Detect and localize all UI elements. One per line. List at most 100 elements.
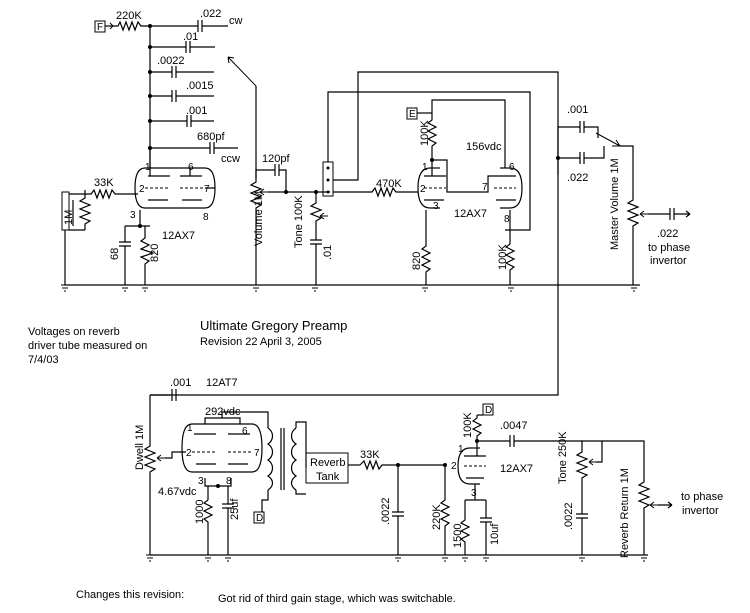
- resistor-470k: [368, 186, 418, 198]
- label-470k: 470K: [376, 178, 402, 190]
- input-jack: [61, 190, 86, 231]
- pin-label: 1: [145, 162, 151, 173]
- pin-label: 2: [451, 461, 457, 472]
- pin-label: 1: [187, 423, 193, 434]
- svg-text:Tank: Tank: [316, 471, 340, 483]
- cap-001: [150, 115, 214, 127]
- switch-arrow-2: [595, 132, 621, 147]
- pin-label: 7: [204, 184, 210, 195]
- svg-text:D: D: [485, 405, 492, 416]
- resistor-820: [139, 226, 155, 285]
- label-220k: 220K: [116, 10, 142, 22]
- label-820-b: 820: [411, 252, 423, 270]
- pin-label: 7: [482, 182, 488, 193]
- label-b-100k: 100K: [462, 412, 474, 438]
- label-tube-1: 12AX7: [162, 230, 195, 242]
- resistor-100k-plate: [426, 113, 438, 176]
- label-1500: 1500: [452, 524, 464, 548]
- tone-250k-pot: [575, 448, 589, 510]
- pin-label: 6: [242, 426, 248, 437]
- pin-label: 3: [471, 488, 477, 499]
- ground-symbols-bottom: [146, 554, 648, 562]
- label-tube-2: 12AX7: [454, 208, 487, 220]
- resistor-220k-b: [439, 465, 451, 555]
- label-68: 68: [109, 248, 121, 260]
- resistor-820-b: [420, 210, 432, 285]
- pin-label: 8: [226, 476, 232, 487]
- label-b-220k: 220K: [431, 504, 443, 530]
- label-022: .022: [200, 8, 221, 20]
- revision-text: Revision 22 April 3, 2005: [200, 336, 322, 348]
- master-volume-pot: [626, 196, 640, 285]
- tube-v4: [457, 447, 486, 485]
- label-1000: 1000: [194, 500, 206, 524]
- connector-d: D: [253, 511, 265, 524]
- pin-label: 3: [198, 476, 204, 487]
- connector-d2: D: [482, 403, 494, 416]
- label-001-sw: .001: [567, 104, 588, 116]
- label-25uf: 25uf: [229, 498, 241, 520]
- switch-arrow: [227, 56, 257, 87]
- label-0022: .0022: [157, 55, 185, 67]
- label-120pf: 120pf: [262, 153, 290, 165]
- cap-01: [150, 41, 215, 53]
- label-b-invertor: invertor: [682, 505, 719, 517]
- pin-label: 1: [422, 162, 428, 173]
- label-b-0022: .0022: [380, 497, 392, 525]
- voltage-note-line-3: 7/4/03: [28, 354, 59, 366]
- resistor-33k: [85, 188, 138, 200]
- cap-680pf: [150, 142, 238, 154]
- label-467vdc: 4.67vdc: [158, 486, 197, 498]
- label-tone-01: .01: [322, 245, 334, 260]
- cap-0022: [150, 66, 214, 78]
- label-0015: .0015: [186, 80, 214, 92]
- pin-label: 8: [504, 214, 510, 225]
- resistor-1000: [202, 499, 214, 555]
- label-dwell: Dwell 1M: [134, 425, 146, 470]
- pin-label: 2: [420, 184, 426, 195]
- pin-label: 2: [139, 184, 145, 195]
- label-b-to-phase: to phase: [681, 491, 723, 503]
- resistor-1m-input: [78, 194, 92, 230]
- svg-text:D: D: [256, 513, 263, 524]
- label-680pf: 680pf: [197, 131, 225, 143]
- label-156vdc: 156vdc: [466, 141, 502, 153]
- svg-text:F: F: [97, 22, 103, 33]
- connector-e: E: [406, 107, 432, 120]
- label-33k: 33K: [94, 177, 114, 189]
- tube-v1: [134, 167, 216, 209]
- label-022-out: .022: [657, 228, 678, 240]
- label-b-12ax7: 12AX7: [500, 463, 533, 475]
- tube-v2: [417, 167, 523, 209]
- resistor-b-33k: [359, 459, 445, 471]
- label-01: .01: [183, 31, 198, 43]
- resistor-1500: [459, 500, 471, 555]
- pin-label: 6: [509, 162, 515, 173]
- reverb-tank: Reverb Tank: [305, 452, 349, 484]
- pin-label: 2: [186, 448, 192, 459]
- label-022-sw: .022: [567, 172, 588, 184]
- label-volume: Volume 1M: [253, 191, 265, 246]
- label-b-33k: 33K: [360, 449, 380, 461]
- resistor-220k: [113, 20, 150, 32]
- schematic-title: Ultimate Gregory Preamp: [200, 318, 347, 333]
- changes-text: Got rid of third gain stage, which was s…: [218, 593, 456, 605]
- connector-f: F: [94, 20, 114, 33]
- label-100k-cathode: 100K: [497, 244, 509, 270]
- pin-label: 3: [130, 210, 136, 221]
- voltage-note-line-2: driver tube measured on: [28, 340, 147, 352]
- label-0047: .0047: [500, 420, 528, 432]
- resistor-100k-cathode: [504, 210, 516, 285]
- label-1m-input: 1M: [63, 210, 75, 225]
- label-invertor: invertor: [650, 255, 687, 267]
- label-b-tone: Tone 250K: [557, 431, 569, 484]
- ground-symbols: [61, 284, 638, 292]
- label-master-volume: Master Volume 1M: [609, 158, 621, 250]
- label-tone: Tone 100K: [293, 195, 305, 248]
- pin-label: 8: [203, 212, 209, 223]
- label-12at7: 12AT7: [206, 377, 238, 389]
- pin-label: 3: [433, 201, 439, 212]
- tube-v3: [181, 423, 263, 473]
- volume-pot: [249, 178, 263, 285]
